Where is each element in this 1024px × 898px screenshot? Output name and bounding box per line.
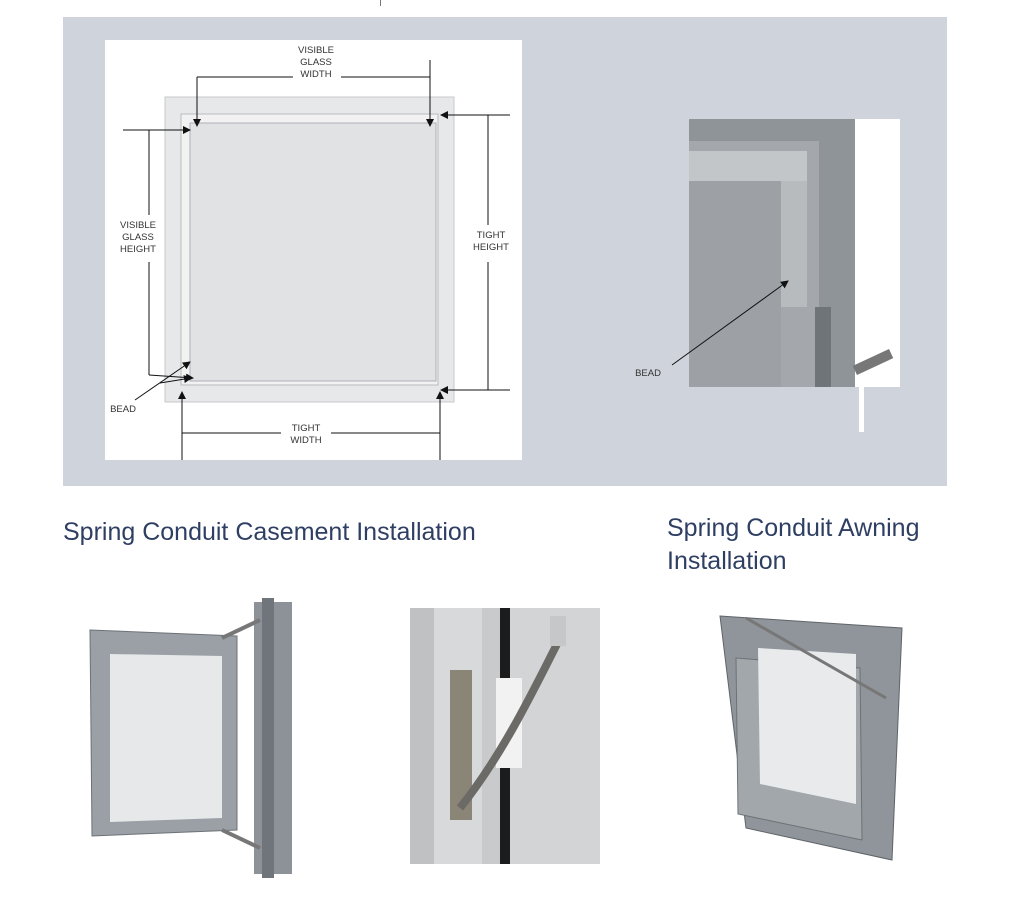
glass-dimension-diagram: VISIBLE GLASS WIDTH VISIBLE GLASS HEIGHT…: [105, 40, 522, 460]
bead-detail-photo: [689, 119, 900, 387]
detail-bead-label: BEAD: [635, 368, 661, 379]
casement-hinge-bottom: [221, 828, 261, 850]
tight-width-label: TIGHT WIDTH: [290, 423, 322, 446]
conduit-cable: [456, 636, 564, 811]
casement-glass-shape: [110, 654, 222, 822]
glass-shape: [689, 181, 781, 387]
casement-window-drawing: [89, 598, 292, 878]
bead-detail-arrow: [671, 280, 789, 366]
conduit-connector: [550, 616, 566, 646]
awning-window-photo: [706, 608, 906, 874]
visible-glass-height-label: VISIBLE GLASS HEIGHT: [120, 220, 156, 255]
awning-window-drawing: [719, 615, 903, 861]
awning-glass-shape: [758, 648, 856, 804]
glass-pane: [189, 122, 437, 382]
awning-operator-arm: [745, 616, 887, 700]
hinge-frame-edge: [482, 608, 500, 864]
visible-glass-width-label: VISIBLE GLASS WIDTH: [298, 45, 334, 80]
hinge-plate: [450, 670, 472, 820]
conduit-hinge-drawing: [410, 608, 600, 864]
casement-hinge-top: [221, 618, 261, 640]
casement-jamb-shape: [262, 598, 274, 878]
tight-height-label: TIGHT HEIGHT: [473, 230, 509, 253]
glass-dimension-drawing: [123, 60, 510, 460]
conduit-shape: [852, 349, 894, 375]
frame-channel-shape: [815, 307, 831, 387]
bead-label: BEAD: [110, 404, 136, 415]
top-tick-mark: [380, 0, 381, 6]
conduit-wire: [859, 380, 864, 432]
hinge-left-jamb: [410, 608, 434, 864]
casement-heading: Spring Conduit Casement Installation: [63, 518, 476, 546]
conduit-hinge-photo: [410, 608, 600, 864]
awning-heading: Spring Conduit Awning Installation: [667, 514, 920, 575]
casement-window-photo: [82, 598, 297, 878]
bead-detail-drawing: [689, 119, 894, 387]
